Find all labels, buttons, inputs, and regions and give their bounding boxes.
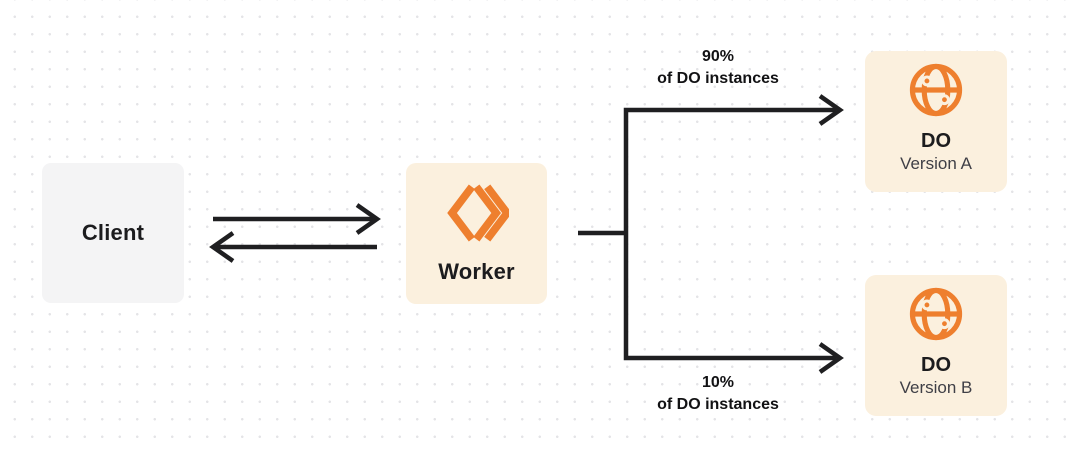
do-a-subtitle: Version A: [900, 154, 972, 173]
do-version-a-node: DO Version A: [865, 51, 1007, 192]
split-10-caption: of DO instances: [657, 396, 779, 413]
do-version-b-node: DO Version B: [865, 275, 1007, 416]
worker-label: Worker: [438, 259, 515, 284]
durable-object-globe-icon: [909, 63, 963, 117]
worker-split-connector: [578, 94, 844, 374]
worker-to-client-arrow: [209, 231, 377, 263]
do-b-subtitle: Version B: [899, 378, 973, 397]
split-90-label: 90% of DO instances: [608, 46, 828, 90]
cloudflare-workers-icon: [446, 184, 509, 242]
split-10-percent: 10%: [701, 374, 735, 391]
arrowhead-to-do-a: [818, 94, 844, 126]
split-90-caption: of DO instances: [657, 70, 779, 87]
split-90-percent: 90%: [701, 48, 735, 65]
worker-node: Worker: [406, 163, 547, 304]
do-b-title: DO: [921, 354, 951, 376]
client-to-worker-arrow: [213, 203, 381, 235]
do-a-title: DO: [921, 130, 951, 152]
split-10-label: 10% of DO instances: [608, 372, 828, 416]
durable-object-globe-icon: [909, 287, 963, 341]
arrowhead-to-do-b: [818, 342, 844, 374]
client-label: Client: [81, 220, 145, 245]
client-node: Client: [42, 163, 184, 303]
